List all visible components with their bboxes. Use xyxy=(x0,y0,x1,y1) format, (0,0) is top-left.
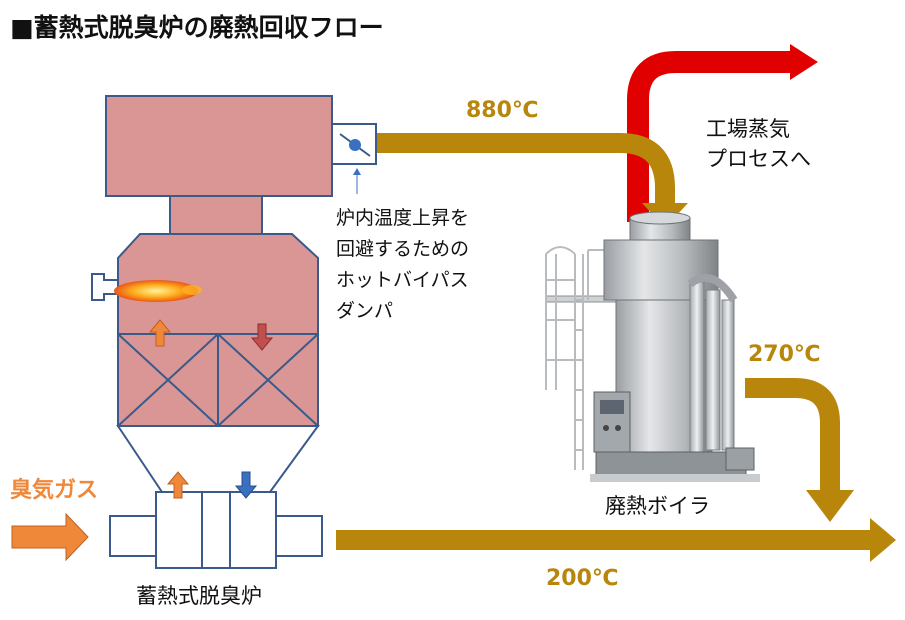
damper-label-line: 回避するための xyxy=(336,238,470,260)
rto-label: 蓄熱式脱臭炉 xyxy=(136,584,262,608)
hot-pipe-880 xyxy=(376,133,675,205)
damper-description: 炉内温度上昇を 回避するための ホットバイパス ダンパ xyxy=(336,203,469,327)
pipe-200 xyxy=(336,530,872,550)
damper-pointer-icon xyxy=(353,168,361,175)
burner-nozzle xyxy=(91,273,119,301)
temp-270-label: 270℃ xyxy=(748,342,821,367)
hot-bypass-damper xyxy=(331,123,377,194)
steam-label-line: 工場蒸気 xyxy=(706,117,790,141)
pipe-200-arrow-head xyxy=(870,518,896,562)
furnace-upper-chamber xyxy=(105,95,333,197)
odor-gas-arrow xyxy=(11,512,89,562)
furnace-hopper xyxy=(116,425,320,493)
page-title: ■蓄熱式脱臭炉の廃熱回収フロー xyxy=(10,13,384,42)
boiler-label: 廃熱ボイラ xyxy=(605,494,710,518)
pipe-270-arrow-head xyxy=(806,490,854,522)
steam-label-line: プロセスへ xyxy=(706,147,811,171)
damper-label-line: ダンパ xyxy=(336,300,394,322)
up-arrow-icon xyxy=(148,319,172,347)
steam-destination-label: 工場蒸気 プロセスへ xyxy=(706,114,811,174)
odor-gas-label: 臭気ガス xyxy=(10,478,99,503)
outlet-duct-right xyxy=(275,515,323,557)
steam-arrow-head xyxy=(790,44,818,80)
inlet-duct-left xyxy=(109,515,157,557)
damper-label-line: 炉内温度上昇を xyxy=(336,207,470,229)
temp-880-label: 880℃ xyxy=(466,98,539,123)
rto-furnace xyxy=(91,95,333,569)
valve-box xyxy=(155,491,277,569)
furnace-neck xyxy=(169,195,263,235)
temp-200-label: 200℃ xyxy=(546,566,619,591)
down-arrow-icon xyxy=(250,323,274,351)
waste-heat-boiler-image xyxy=(545,211,760,482)
steam-pipe xyxy=(627,51,792,222)
gas-up-arrow-icon xyxy=(166,471,190,499)
damper-label-line: ホットバイパス xyxy=(336,269,469,291)
clean-down-arrow-icon xyxy=(234,471,258,499)
burner-flame-icon xyxy=(114,280,198,302)
pipe-270 xyxy=(745,378,840,492)
